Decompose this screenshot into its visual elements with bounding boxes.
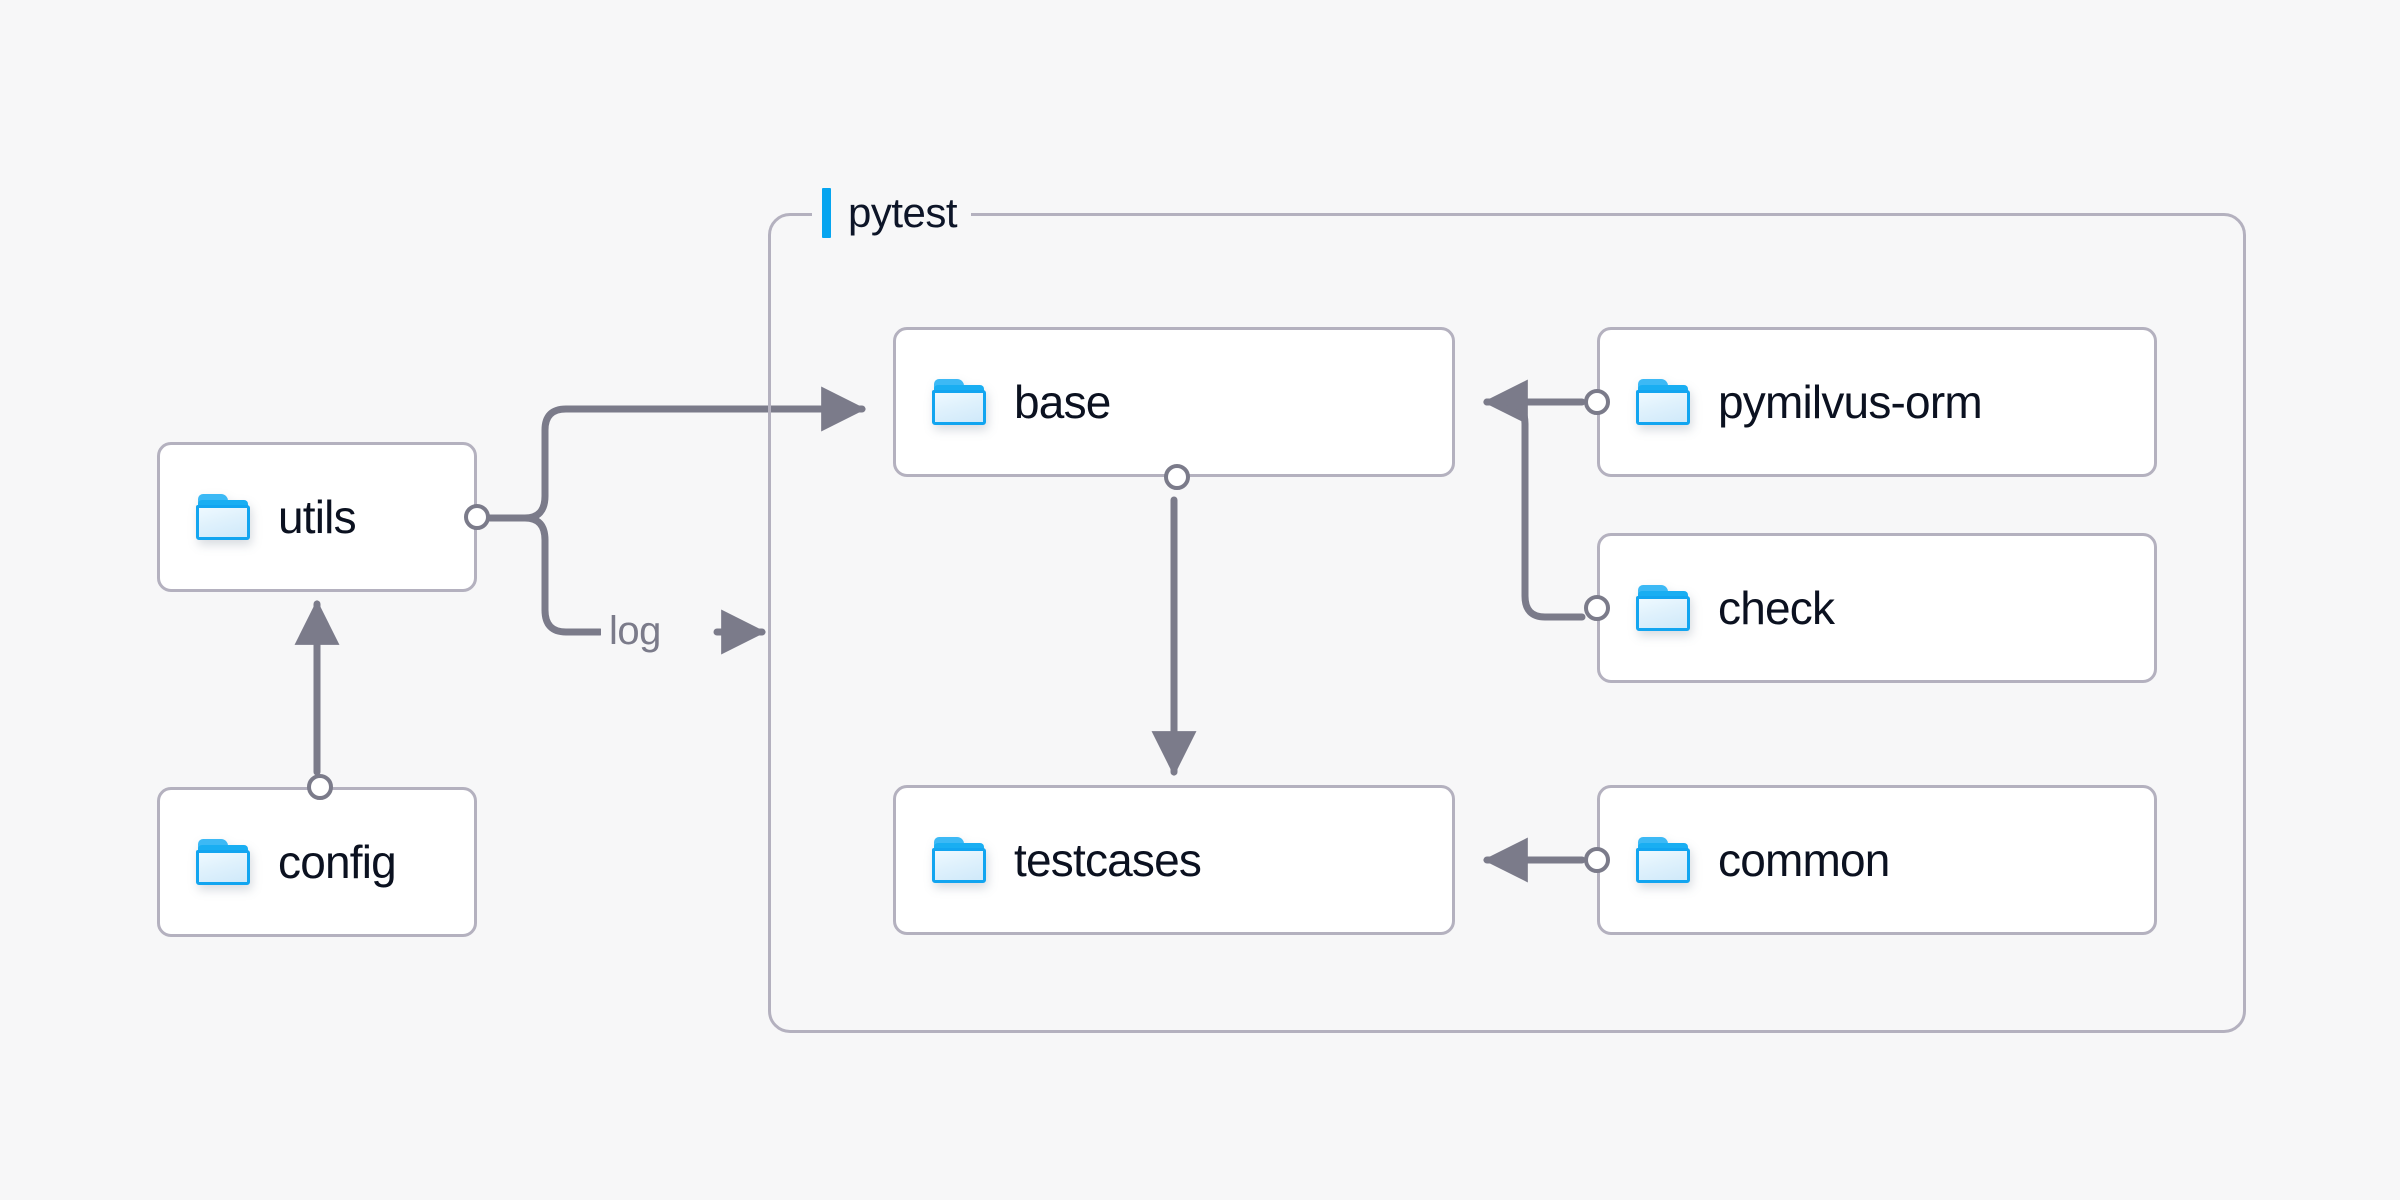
node-config[interactable]: config xyxy=(157,774,477,937)
folder-icon xyxy=(932,837,986,883)
node-utils-label: utils xyxy=(278,491,357,543)
port-config-top[interactable] xyxy=(307,774,333,800)
node-base-label: base xyxy=(1014,376,1111,428)
port-check-left[interactable] xyxy=(1584,595,1610,621)
node-base[interactable]: base xyxy=(893,327,1455,490)
node-testcases[interactable]: testcases xyxy=(893,785,1455,935)
group-pytest[interactable] xyxy=(768,213,2246,1033)
port-base-bottom[interactable] xyxy=(1164,464,1190,490)
group-pytest-title: pytest xyxy=(848,189,958,236)
node-common[interactable]: common xyxy=(1584,785,2157,935)
folder-icon xyxy=(1636,585,1690,631)
edge-utils-to-log xyxy=(521,514,604,636)
port-common-left[interactable] xyxy=(1584,847,1610,873)
folder-icon xyxy=(1636,379,1690,425)
node-config-label: config xyxy=(278,836,397,888)
folder-icon xyxy=(1636,837,1690,883)
node-pymilvus-orm-label: pymilvus-orm xyxy=(1718,376,1983,428)
folder-icon xyxy=(932,379,986,425)
folder-icon xyxy=(196,494,250,540)
node-utils[interactable]: utils xyxy=(157,442,490,592)
folder-icon xyxy=(196,839,250,885)
node-testcases-label: testcases xyxy=(1014,834,1202,886)
node-common-label: common xyxy=(1718,834,1890,886)
port-pymilvus-orm-left[interactable] xyxy=(1584,389,1610,415)
node-pymilvus-orm[interactable]: pymilvus-orm xyxy=(1584,327,2157,477)
edge-label-log: log xyxy=(601,611,669,651)
port-utils-right[interactable] xyxy=(464,504,490,530)
node-check[interactable]: check xyxy=(1584,533,2157,683)
group-accent-bar xyxy=(822,188,831,238)
group-pytest-label: pytest xyxy=(812,186,972,240)
node-check-label: check xyxy=(1718,582,1835,634)
